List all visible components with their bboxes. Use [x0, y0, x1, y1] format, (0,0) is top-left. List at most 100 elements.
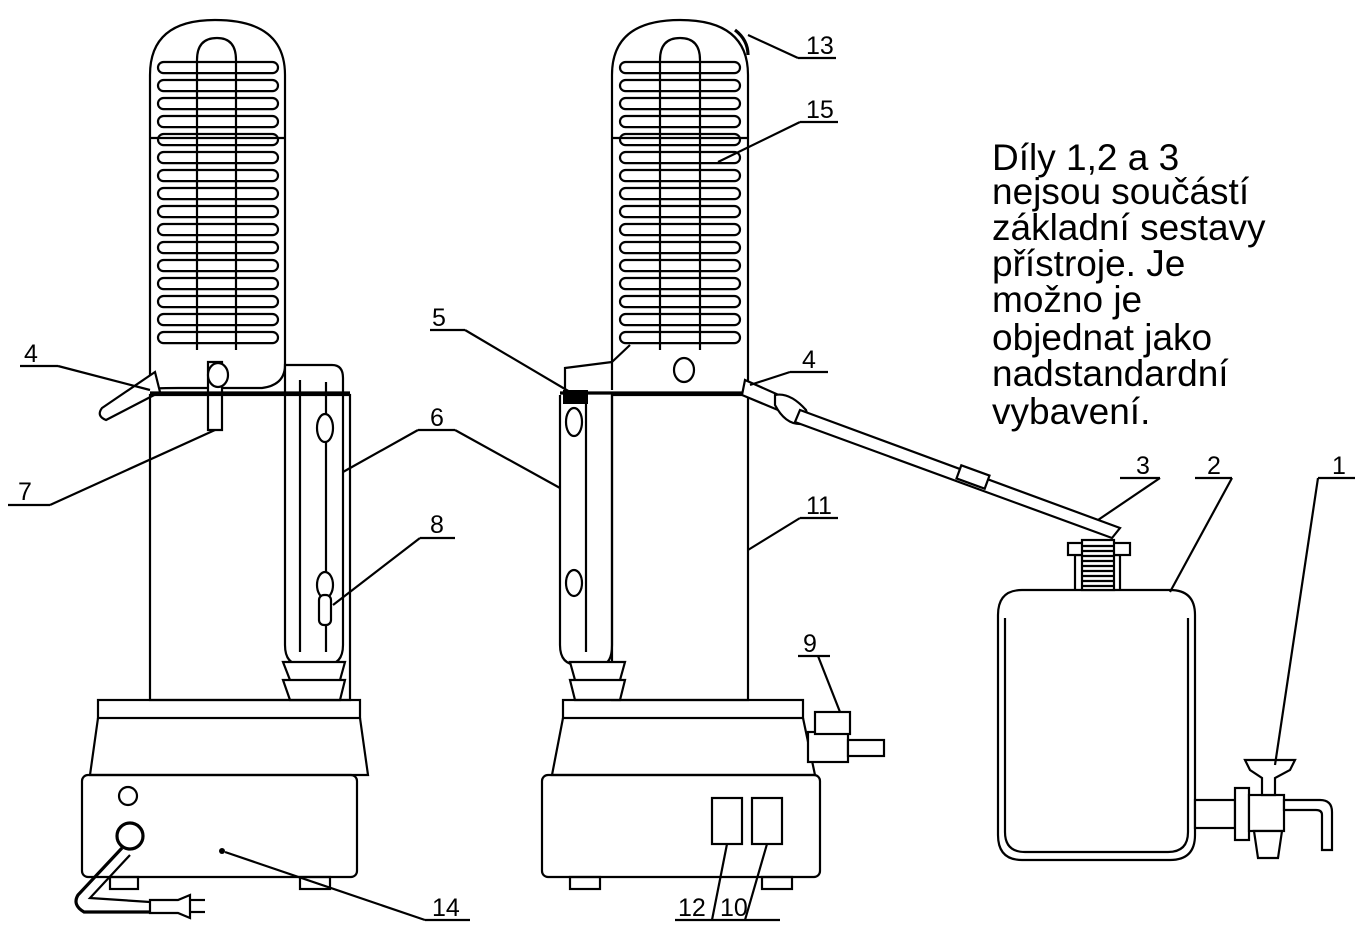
leader-4	[57, 364, 151, 392]
left-tube-coupling	[281, 660, 347, 702]
coil-turn	[618, 114, 742, 129]
power-plug-icon	[148, 893, 192, 920]
leader-12	[710, 843, 729, 921]
callout-9: 9	[803, 630, 817, 658]
left-foot-2	[298, 875, 332, 891]
coil-turn	[156, 276, 280, 291]
distillate-bottle	[996, 538, 1334, 862]
coil-turn	[156, 96, 280, 111]
center-inner-tube	[658, 36, 702, 350]
left-base-skirt	[88, 717, 370, 777]
coil-turn	[618, 276, 742, 291]
coil-turn	[156, 222, 280, 237]
left-level-window-top	[315, 412, 335, 444]
callout-12: 12	[678, 894, 706, 922]
center-base-skirt	[550, 717, 817, 777]
left-condenser-glass	[148, 18, 287, 392]
leader-7	[49, 428, 216, 507]
coil-turn	[156, 330, 280, 345]
callout-10: 10	[720, 894, 748, 922]
center-foot-1	[568, 875, 602, 891]
leader-8	[332, 537, 421, 606]
stopcock-outlet	[1252, 829, 1284, 860]
center-hotplate	[561, 698, 805, 720]
power-cord-outer	[87, 854, 151, 904]
coil-turn	[156, 78, 280, 93]
left-screw-hole	[219, 848, 225, 854]
leader-5	[464, 329, 571, 393]
callout-6: 6	[430, 404, 444, 432]
note-line-5: možno je	[992, 279, 1142, 320]
leader-11	[747, 517, 801, 551]
coil-turn	[156, 60, 280, 75]
coil-turn	[618, 186, 742, 201]
left-drain-knob	[206, 361, 230, 389]
note-line-3: základní sestavy	[992, 207, 1266, 248]
leader-10	[743, 843, 769, 921]
coil-turn	[618, 240, 742, 255]
center-base-housing	[540, 773, 822, 879]
left-indicator-lamp	[117, 785, 139, 807]
center-condenser-glass	[610, 18, 750, 390]
left-heater-element	[317, 593, 333, 627]
coil-turn	[156, 312, 280, 327]
callout-8: 8	[430, 511, 444, 539]
stopcock-coupling	[1193, 798, 1237, 830]
callout-15: 15	[806, 96, 834, 124]
stopcock-body	[1247, 793, 1286, 833]
coil-turn	[618, 78, 742, 93]
stopcock-handle	[1243, 758, 1297, 797]
note-line-2: nejsou součástí	[992, 171, 1250, 212]
stopcock-flange	[1233, 786, 1251, 842]
coil-turn	[618, 150, 742, 165]
callout-4: 4	[24, 340, 38, 368]
coil-turn	[156, 114, 280, 129]
callout-1: 1	[1332, 452, 1346, 480]
coil-turn	[156, 240, 280, 255]
coil-turn	[156, 132, 280, 147]
left-base-housing	[80, 773, 359, 879]
leader-lines	[8, 34, 1355, 922]
center-tube-coupling	[568, 660, 627, 702]
coil-turn	[156, 150, 280, 165]
coil-turn	[156, 168, 280, 183]
water-valve-body	[806, 730, 850, 764]
bottle-body-inner	[1003, 618, 1190, 854]
callout-5: 5	[432, 304, 446, 332]
stopcock-spout	[1282, 798, 1334, 852]
leader-14	[224, 850, 426, 922]
left-power-inlet	[115, 821, 145, 851]
leader-15	[717, 121, 801, 163]
left-hotplate	[96, 698, 362, 720]
center-drain-knob	[672, 356, 696, 384]
switch-12	[710, 796, 744, 846]
callout-labels: 4 7 6 8 14 13 15 5 4 11 9 12 10 3 2 1	[18, 32, 1346, 922]
coil-turn	[618, 222, 742, 237]
coil-turn	[618, 204, 742, 219]
coil-turn	[618, 60, 742, 75]
coil-turn	[156, 204, 280, 219]
callout-3: 3	[1136, 452, 1150, 480]
left-boiler-body	[148, 393, 352, 702]
left-foot-1	[108, 875, 140, 891]
callout-11: 11	[806, 492, 832, 520]
coil-turn	[618, 312, 742, 327]
leader-3	[1097, 477, 1161, 521]
coil-turn	[618, 96, 742, 111]
bottle-body	[996, 588, 1197, 862]
note-line-6: objednat jako	[992, 317, 1212, 358]
note-line-7: nadstandardní	[992, 353, 1229, 394]
left-level-tube	[283, 363, 345, 667]
water-valve-outlet	[846, 738, 886, 758]
coil-turn	[618, 330, 742, 345]
coil-turn	[156, 258, 280, 273]
switch-10	[750, 796, 784, 846]
center-condenser-cap	[733, 28, 750, 56]
coil-turn	[618, 132, 742, 147]
note-line-4: přístroje. Je	[992, 243, 1185, 284]
callout-4b: 4	[802, 346, 816, 374]
callout-7: 7	[18, 478, 32, 506]
power-cord	[74, 846, 150, 914]
